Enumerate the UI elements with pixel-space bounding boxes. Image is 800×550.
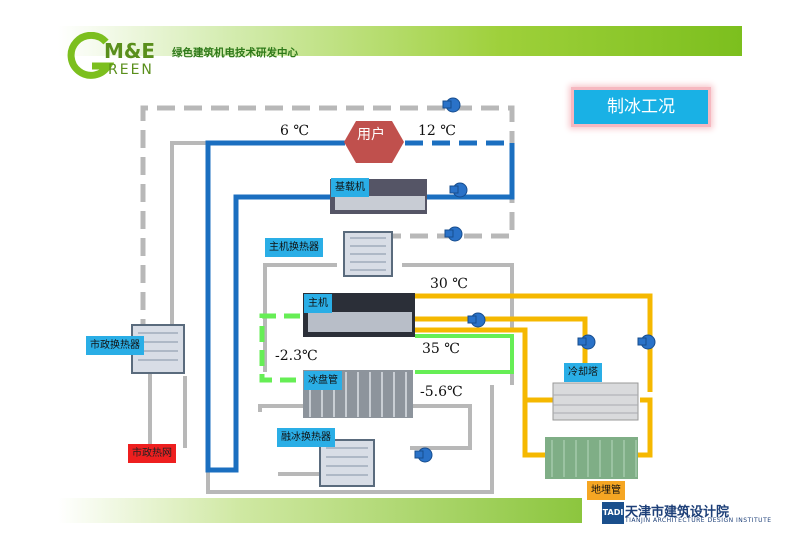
user-label: 用户 [357,127,385,143]
user-node [344,121,404,163]
main-hx-tag: 主机换热器 [265,238,323,257]
base-chiller-tag: 基载机 [331,178,369,197]
cooling-tower-tag: 冷却塔 [564,363,602,382]
temp-cond-in: 35 ℃ [422,341,460,357]
green-g-logo-icon [67,32,114,79]
melt-hx-tag: 融冰换热器 [277,428,335,447]
tadi-logo-icon: TADI [602,502,624,524]
main-hx-image [343,231,393,277]
pump-icon [444,226,463,242]
pump-icon [442,97,461,113]
city-heat-net-tag: 市政热网 [128,444,176,463]
condenser-pipes [413,293,653,458]
main-unit-tag: 主机 [304,294,332,313]
melt-hx-image [319,439,375,487]
pump-icon [467,312,486,328]
institute-name-cn: 天津市建筑设计院 [625,505,730,520]
footer-bar [58,498,582,523]
institute-name-en: TIANJIN ARCHITECTURE DESIGN INSTITUTE [625,517,772,524]
org-name: 绿色建筑机电技术研发中心 [172,47,298,59]
ice-coil-tag: 冰盘管 [304,371,342,390]
glycol-solid [415,334,514,374]
temp-cond-out: 30 ℃ [430,276,468,292]
logo-reen-text: REEN [108,62,154,78]
temp-ice: -5.6℃ [420,384,463,400]
pump-icon [414,447,433,463]
pump-icon [577,334,596,350]
glycol-pipes [259,313,300,383]
temp-glycol: -2.3℃ [275,348,318,364]
pump-icon [449,182,468,198]
city-hx-tag: 市政换热器 [86,336,144,355]
ground-pipe-tag: 地埋管 [587,481,625,500]
chilled-water-dashed [405,140,515,197]
mode-title: 制冰工况 [571,87,711,127]
pump-icon [637,334,656,350]
cooling-tower-image [552,382,639,421]
ground-pipe-image [545,437,638,479]
logo-me-text: M&E [104,39,156,63]
header-bar [58,26,742,56]
temp-return: 12 ℃ [418,123,456,139]
temp-supply: 6 ℃ [280,123,310,139]
